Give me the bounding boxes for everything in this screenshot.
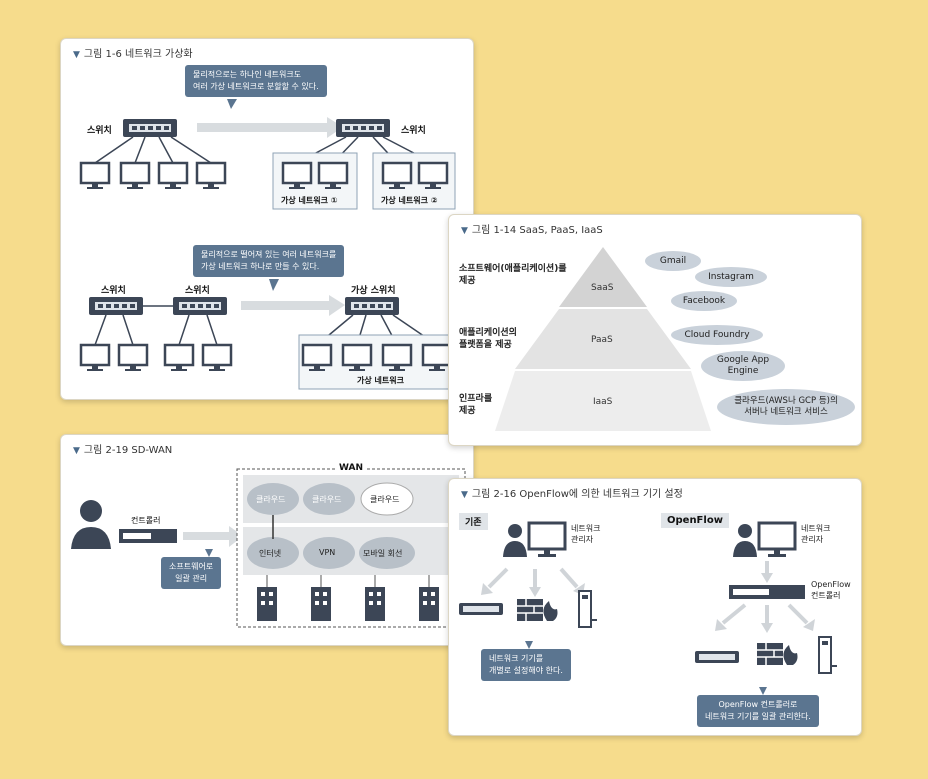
switch-label-right: 스위치 bbox=[401, 126, 426, 136]
switch-label-bottom-1: 스위치 bbox=[101, 286, 126, 296]
cloud-label-1: 클라우드 bbox=[256, 495, 286, 504]
example-cloud-infra: 클라우드(AWS나 GCP 등)의 서버나 네트워크 서비스 bbox=[717, 389, 855, 425]
pyramid-drawing bbox=[495, 247, 711, 431]
example-google-app-engine: Google App Engine bbox=[701, 351, 785, 381]
example-facebook: Facebook bbox=[671, 291, 737, 311]
switch-label-left: 스위치 bbox=[87, 126, 112, 136]
paas-description: 애플리케이션의 플랫폼을 제공 bbox=[459, 328, 517, 350]
label-openflow: OpenFlow bbox=[661, 513, 729, 528]
figure-1-6-card: ▼그림 1-6 네트워크 가상화 bbox=[60, 38, 474, 400]
switch-label-bottom-2: 스위치 bbox=[185, 286, 210, 296]
internet-label: 인터넷 bbox=[259, 549, 282, 558]
saas-description: 소프트웨어(애플리케이션)를 제공 bbox=[459, 264, 567, 286]
virtual-network-2-label: 가상 네트워크 ② bbox=[381, 196, 438, 205]
chevron-down-icon: ▼ bbox=[73, 446, 80, 456]
virtual-switch-label: 가상 스위치 bbox=[351, 286, 396, 296]
figure-title-text: 그림 2-16 OpenFlow에 의한 네트워크 기기 설정 bbox=[471, 489, 683, 500]
figure-title-text: 그림 2-19 SD-WAN bbox=[83, 445, 173, 456]
admin-label-left: 네트워크 관리자 bbox=[571, 524, 601, 544]
chevron-down-icon: ▼ bbox=[461, 490, 468, 500]
wan-label: WAN bbox=[335, 463, 368, 473]
figure-1-6-drawing bbox=[79, 99, 473, 390]
chevron-down-icon: ▼ bbox=[73, 50, 80, 60]
callout-virtualization-split: 물리적으로는 하나인 네트워크도 여러 가상 네트워크로 분할할 수 있다. bbox=[185, 65, 327, 97]
figure-2-19-card: ▼그림 2-19 SD-WAN bbox=[60, 434, 474, 646]
example-gmail: Gmail bbox=[645, 251, 701, 271]
vpn-label: VPN bbox=[319, 548, 336, 557]
callout-virtualization-merge: 물리적으로 떨어져 있는 여러 네트워크를 가상 네트워크 하나로 만들 수 있… bbox=[193, 245, 345, 277]
iaas-label: IaaS bbox=[593, 397, 613, 407]
example-instagram: Instagram bbox=[695, 267, 767, 287]
figure-2-19-title: ▼그림 2-19 SD-WAN bbox=[73, 441, 172, 456]
chevron-down-icon: ▼ bbox=[461, 226, 468, 236]
mobile-line-label: 모바일 회선 bbox=[363, 549, 403, 558]
cloud-label-2: 클라우드 bbox=[312, 495, 342, 504]
callout-centralized-config: OpenFlow 컨트롤러로 네트워크 기기를 일괄 관리한다. bbox=[697, 695, 819, 727]
iaas-description: 인프라를 제공 bbox=[459, 394, 493, 416]
figure-2-16-drawing bbox=[459, 521, 838, 695]
figure-2-16-card: ▼그림 2-16 OpenFlow에 의한 네트워크 기기 설정 bbox=[448, 478, 862, 736]
virtual-network-label: 가상 네트워크 bbox=[357, 376, 404, 385]
saas-label: SaaS bbox=[591, 283, 614, 293]
figure-1-6-title: ▼그림 1-6 네트워크 가상화 bbox=[73, 45, 193, 60]
figure-title-text: 그림 1-6 네트워크 가상화 bbox=[83, 49, 193, 60]
example-cloud-foundry: Cloud Foundry bbox=[671, 325, 763, 345]
figure-2-16-title: ▼그림 2-16 OpenFlow에 의한 네트워크 기기 설정 bbox=[461, 485, 683, 500]
figure-title-text: 그림 1-14 SaaS, PaaS, IaaS bbox=[471, 225, 603, 236]
callout-sd-wan: 소프트웨어로 일괄 관리 bbox=[161, 557, 222, 589]
controller-label: 컨트롤러 bbox=[131, 516, 161, 525]
switch-icon bbox=[336, 119, 390, 137]
figure-2-19-drawing bbox=[71, 468, 466, 628]
virtual-network-1-label: 가상 네트워크 ① bbox=[281, 196, 338, 205]
figure-1-14-title: ▼그림 1-14 SaaS, PaaS, IaaS bbox=[461, 221, 603, 236]
switch-icon bbox=[123, 119, 177, 137]
openflow-controller-label: OpenFlow 컨트롤러 bbox=[811, 580, 851, 600]
cloud-label-3: 클라우드 bbox=[370, 495, 400, 504]
admin-label-right: 네트워크 관리자 bbox=[801, 524, 831, 544]
label-before: 기존 bbox=[459, 513, 488, 530]
callout-individual-config: 네트워크 기기를 개별로 설정해야 한다. bbox=[481, 649, 571, 681]
paas-label: PaaS bbox=[591, 335, 613, 345]
figure-1-14-card: ▼그림 1-14 SaaS, PaaS, IaaS 소프트웨어(애플리케이션)를… bbox=[448, 214, 862, 446]
